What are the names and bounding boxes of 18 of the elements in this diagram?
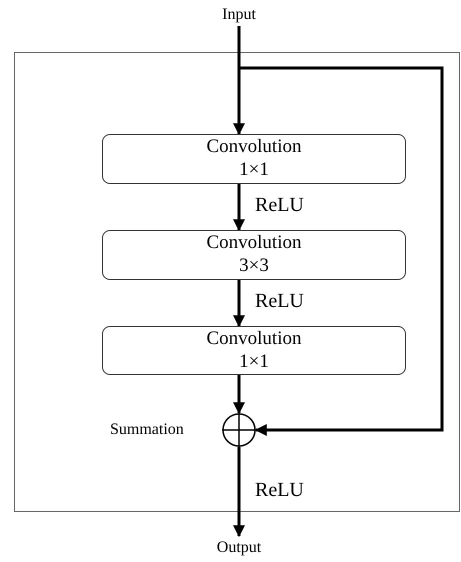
io-label: Input <box>214 4 264 26</box>
arrow <box>233 184 245 232</box>
arrow <box>233 447 245 538</box>
node-caption: Summation <box>110 421 184 439</box>
box-text: Convolution <box>206 328 302 350</box>
box-text: 1×1 <box>239 159 269 182</box>
summation-circle <box>222 413 256 447</box>
process-box <box>102 230 406 280</box>
io-label: Output <box>206 536 272 560</box>
box-text: Convolution <box>206 232 302 255</box>
arrow <box>233 280 245 328</box>
box-text: 1×1 <box>239 350 269 374</box>
arrow <box>238 26 444 436</box>
arrow <box>233 375 245 414</box>
box-text: 3×3 <box>239 255 269 278</box>
process-box <box>102 134 406 184</box>
process-box <box>102 326 406 375</box>
box-text: Convolution <box>206 136 302 159</box>
